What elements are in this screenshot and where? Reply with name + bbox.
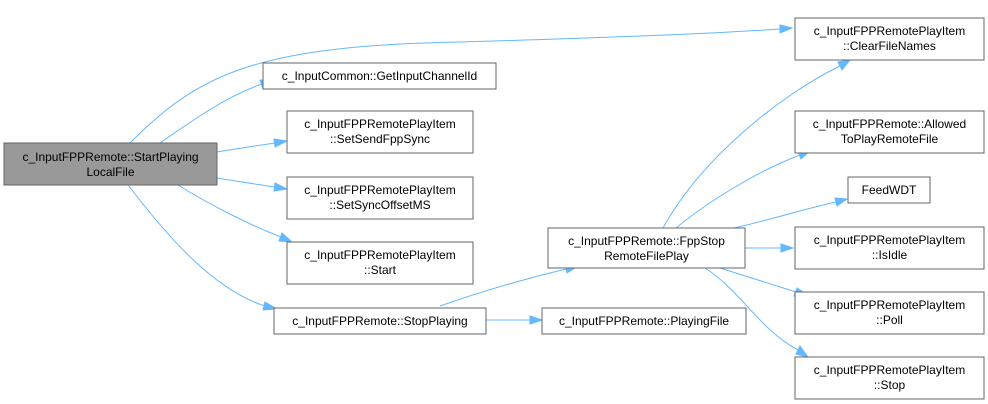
node-label: c_InputFPPRemote::FppStop — [568, 234, 725, 248]
node-label: ToPlayRemoteFile — [841, 132, 939, 146]
node-stop[interactable]: c_InputFPPRemotePlayItem ::Stop — [794, 356, 985, 400]
node-stopplaying[interactable]: c_InputFPPRemote::StopPlaying — [273, 307, 487, 335]
edge-root-to-setsendfppsync — [216, 138, 289, 153]
node-label: ::IsIdle — [872, 248, 908, 262]
node-start[interactable]: c_InputFPPRemotePlayItem ::Start — [286, 241, 474, 285]
node-startplayinglocalfile[interactable]: c_InputFPPRemote::StartPlaying LocalFile — [3, 142, 218, 186]
edge-fppstop-to-isidle — [745, 243, 795, 253]
node-label: c_InputFPPRemotePlayItem — [304, 248, 455, 262]
node-label: c_InputFPPRemotePlayItem — [814, 24, 965, 38]
node-clearfilenames[interactable]: c_InputFPPRemotePlayItem ::ClearFileName… — [794, 17, 985, 61]
node-label: c_InputFPPRemotePlayItem — [814, 233, 965, 247]
node-getinputchannelid[interactable]: c_InputCommon::GetInputChannelId — [262, 62, 497, 90]
edge-fppstop-to-stop — [704, 267, 810, 358]
edge-stopplaying-to-playingfile — [486, 315, 544, 325]
node-label: ::Start — [364, 263, 397, 277]
edge-fppstop-to-clearfilenames — [662, 59, 852, 229]
node-playingfile[interactable]: c_InputFPPRemote::PlayingFile — [541, 307, 747, 335]
node-label: LocalFile — [86, 165, 134, 179]
edge-root-to-start — [177, 184, 294, 243]
node-label: ::ClearFileNames — [843, 39, 936, 53]
node-label: c_InputFPPRemotePlayItem — [814, 363, 965, 377]
call-nodes: c_InputFPPRemote::StartPlaying LocalFile… — [3, 17, 985, 400]
node-label: c_InputFPPRemote::StartPlaying — [22, 150, 198, 164]
node-label: ::Poll — [876, 313, 903, 327]
node-label: ::SetSendFppSync — [330, 132, 430, 146]
node-feedwdt[interactable]: FeedWDT — [847, 176, 931, 204]
node-label: ::Stop — [874, 378, 906, 392]
node-label: c_InputFPPRemotePlayItem — [304, 183, 455, 197]
node-setsyncoffsetms[interactable]: c_InputFPPRemotePlayItem ::SetSyncOffset… — [286, 176, 474, 220]
node-setsendfppsync[interactable]: c_InputFPPRemotePlayItem ::SetSendFppSyn… — [286, 110, 474, 154]
edge-fppstop-to-allowed — [675, 149, 813, 229]
edge-root-to-setsyncoffsetms — [216, 177, 289, 192]
edge-fppstop-to-feedwdt — [733, 197, 849, 229]
node-label: c_InputCommon::GetInputChannelId — [282, 69, 477, 83]
node-poll[interactable]: c_InputFPPRemotePlayItem ::Poll — [794, 291, 985, 335]
node-label: c_InputFPPRemote::PlayingFile — [559, 314, 729, 328]
edge-root-to-stopplaying — [127, 184, 279, 311]
node-label: c_InputFPPRemotePlayItem — [304, 117, 455, 131]
node-label: c_InputFPPRemote::Allowed — [813, 117, 966, 131]
node-label: ::SetSyncOffsetMS — [329, 198, 430, 212]
edge-root-to-getinputchannelid — [159, 79, 274, 144]
node-allowedtoplayremotefile[interactable]: c_InputFPPRemote::Allowed ToPlayRemoteFi… — [794, 110, 985, 154]
node-label: FeedWDT — [862, 183, 917, 197]
node-isidle[interactable]: c_InputFPPRemotePlayItem ::IsIdle — [794, 226, 985, 270]
node-label: c_InputFPPRemote::StopPlaying — [292, 314, 467, 328]
node-label: RemoteFilePlay — [604, 249, 689, 263]
edge-root-to-clearfilenames — [129, 24, 794, 144]
node-fppstopremotefileplay[interactable]: c_InputFPPRemote::FppStop RemoteFilePlay — [547, 227, 746, 269]
node-label: c_InputFPPRemotePlayItem — [814, 298, 965, 312]
